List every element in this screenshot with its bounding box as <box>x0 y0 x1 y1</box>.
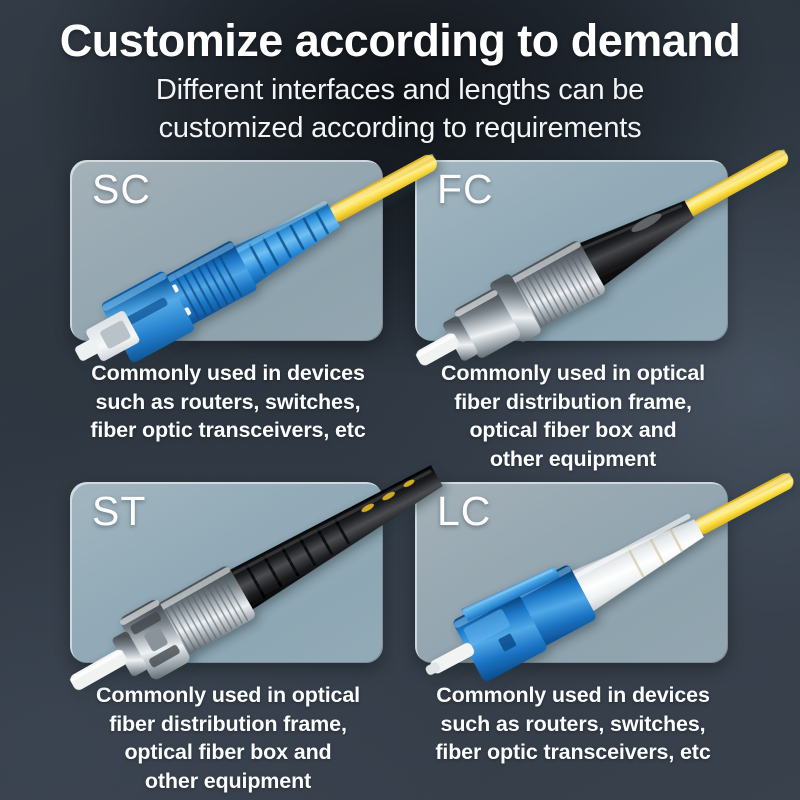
connector-cell-sc: SC <box>56 154 437 445</box>
caption-line: Commonly used in devices <box>436 683 710 707</box>
caption-line: fiber distribution frame, <box>109 711 347 736</box>
connector-cell-st: ST <box>56 465 443 795</box>
connector-cell-lc: LC <box>401 472 794 767</box>
caption-line: other equipment <box>144 768 312 793</box>
caption-line: such as routers, switches, <box>95 389 361 414</box>
caption-st: Commonly used in optical fiber distribut… <box>56 681 400 795</box>
page-subtitle: Different interfaces and lengths can be … <box>80 72 720 147</box>
caption-line: Commonly used in optical <box>96 683 360 707</box>
caption-line: optical fiber box and <box>124 740 332 765</box>
header: Customize according to demand Different … <box>0 0 800 148</box>
card-label-fc: FC <box>437 166 494 212</box>
connector-card-sc[interactable]: SC <box>70 154 437 363</box>
card-label-sc: SC <box>92 166 151 212</box>
connector-cell-fc: FC <box>401 149 789 473</box>
card-label-st: ST <box>92 488 147 534</box>
caption-line: Commonly used in optical <box>441 361 705 385</box>
caption-sc: Commonly used in devices such as routers… <box>56 359 400 445</box>
caption-line: fiber distribution frame, <box>454 389 692 414</box>
caption-line: other equipment <box>489 446 657 471</box>
caption-line: optical fiber box and <box>469 418 677 443</box>
subtitle-line-1: Different interfaces and lengths can be <box>155 74 645 107</box>
caption-line: Commonly used in devices <box>91 361 365 385</box>
connector-card-fc[interactable]: FC <box>415 149 789 366</box>
caption-line: such as routers, switches, <box>440 711 706 736</box>
subtitle-line-2: customized according to requirements <box>158 112 642 145</box>
caption-line: fiber optic transceivers, etc <box>90 418 366 443</box>
connector-card-lc[interactable]: LC <box>415 472 794 682</box>
card-label-lc: LC <box>437 488 492 534</box>
page-title: Customize according to demand <box>59 15 741 66</box>
caption-line: fiber optic transceivers, etc <box>435 740 711 765</box>
connector-card-st[interactable]: ST <box>70 465 443 690</box>
caption-lc: Commonly used in devices such as routers… <box>401 681 745 767</box>
caption-fc: Commonly used in optical fiber distribut… <box>401 359 745 473</box>
